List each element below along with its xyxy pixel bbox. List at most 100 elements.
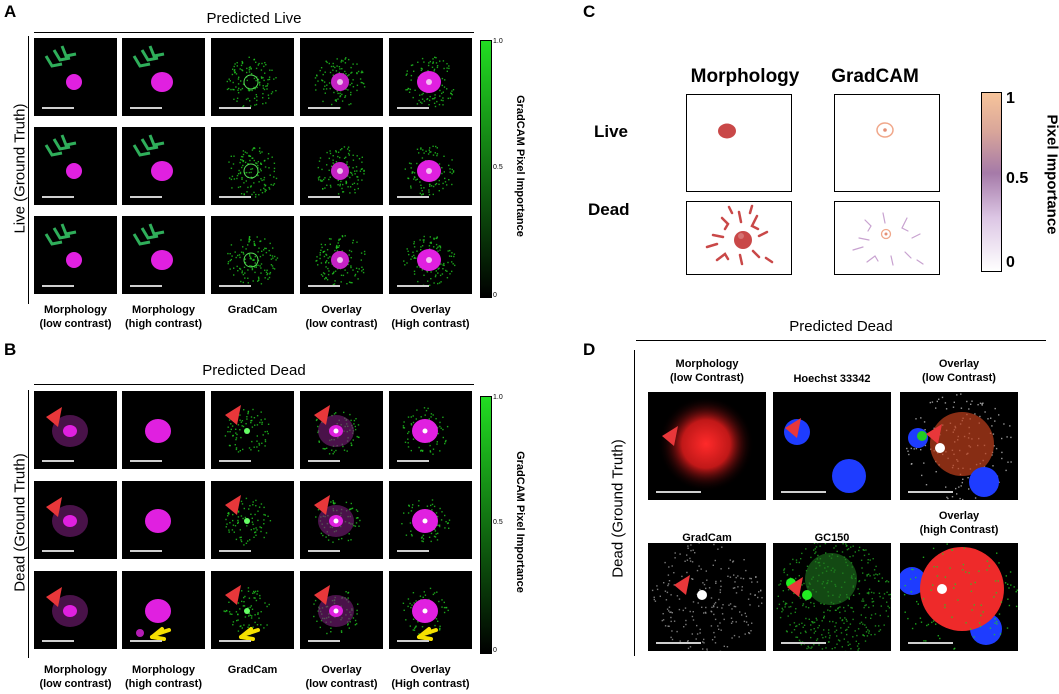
panel-a-colorbar-max: 1.0: [493, 38, 503, 45]
panel-a-colorbar-mid: 0.5: [493, 164, 503, 171]
panel-b-colorbar-max: 1.0: [493, 394, 503, 401]
panel-d-tile-r2-c3: [900, 543, 1018, 651]
panel-b-tile-r1-c1: [34, 391, 117, 469]
panel-b-tile-r3-c1: [34, 571, 117, 649]
panel-a-tile-r1-c4: [300, 38, 383, 116]
scale-bar: [308, 196, 340, 198]
panel-b-tile-r2-c2: [122, 481, 205, 559]
scale-bar: [219, 285, 251, 287]
panel-b-tile-r3-c5: [389, 571, 472, 649]
panel-a-title: Predicted Live: [206, 10, 302, 27]
panel-d-caption-r2-c1: GradCam: [682, 532, 732, 544]
scale-bar: [908, 642, 953, 644]
panel-c-header-gradcam: GradCAM: [831, 66, 919, 87]
scale-bar: [308, 107, 340, 109]
scale-bar: [397, 460, 429, 462]
panel-d-tile-r1-c1: [648, 392, 766, 500]
scale-bar: [219, 550, 251, 552]
panel-d-tile-r2-c1: [648, 543, 766, 651]
panel-d-tile-r2-c2: [773, 543, 891, 651]
scale-bar: [42, 285, 74, 287]
panel-b-tile-r3-c3: [211, 571, 294, 649]
panel-c-colorbar-title: Pixel Importance: [1043, 114, 1059, 235]
scale-bar: [130, 285, 162, 287]
scale-bar: [308, 460, 340, 462]
scale-bar: [656, 642, 701, 644]
panel-a-tile-r3-c4: [300, 216, 383, 294]
panel-b-tile-r1-c2: [122, 391, 205, 469]
panel-d-label: D: [583, 340, 596, 359]
panel-c-colorbar: [981, 92, 1002, 272]
panel-b-colorbar-mid: 0.5: [493, 519, 503, 526]
panel-b-tile-r1-c4: [300, 391, 383, 469]
panel-b-caption-4: Overlay (low contrast): [305, 664, 378, 690]
panel-a-tile-r1-c3: [211, 38, 294, 116]
scale-bar: [656, 491, 701, 493]
panel-b-tile-r2-c4: [300, 481, 383, 559]
panel-a-tile-r2-c3: [211, 127, 294, 205]
panel-d-row-label: Dead (Ground Truth): [609, 439, 627, 578]
schematic-dead-morphology: [686, 201, 792, 275]
panel-b-tile-r3-c2: [122, 571, 205, 649]
panel-c-row-live: Live: [594, 122, 629, 141]
scale-bar: [42, 107, 74, 109]
panel-a-caption-4: Overlay (low contrast): [305, 304, 378, 330]
scale-bar: [397, 107, 429, 109]
scale-bar: [397, 196, 429, 198]
panel-a-row-label: Live (Ground Truth): [11, 103, 29, 234]
scale-bar: [42, 460, 74, 462]
panel-b-title: Predicted Dead: [202, 362, 306, 379]
panel-a-tile-r3-c1: [34, 216, 117, 294]
panel-c-label: C: [583, 2, 596, 21]
panel-b-tile-r2-c5: [389, 481, 472, 559]
panel-a-caption-3: GradCam: [227, 304, 278, 316]
panel-b-tile-r2-c3: [211, 481, 294, 559]
schematic-live-gradcam: [834, 94, 940, 192]
panel-a-tile-r1-c1: [34, 38, 117, 116]
schematic-live-morphology: [686, 94, 792, 192]
panel-b-caption-3: GradCam: [227, 664, 278, 676]
panel-d-caption-r1-c3: Overlay (low Contrast): [922, 358, 996, 384]
schematic-dead-gradcam: [834, 201, 940, 275]
panel-d-caption-r1-c1: Morphology (low Contrast): [670, 358, 744, 384]
scale-bar: [308, 550, 340, 552]
panel-a-tile-r3-c5: [389, 216, 472, 294]
scale-bar: [219, 640, 251, 642]
panel-a-tile-r2-c2: [122, 127, 205, 205]
panel-a-caption-1: Morphology (low contrast): [39, 304, 112, 330]
panel-d-caption-r2-c2: GC150: [814, 532, 850, 544]
panel-a-tile-r1-c5: [389, 38, 472, 116]
panel-a-colorbar-min: 0: [493, 292, 497, 299]
panel-b-colorbar: [480, 396, 492, 654]
panel-b-label: B: [4, 340, 17, 359]
panel-c-colorbar-min: 0: [1006, 254, 1015, 271]
scale-bar: [42, 196, 74, 198]
panel-a-tile-r3-c2: [122, 216, 205, 294]
panel-d-tile-r1-c2: [773, 392, 891, 500]
panel-b-caption-5: Overlay (High contrast): [391, 664, 470, 690]
panel-d-tile-r1-c3: [900, 392, 1018, 500]
panel-c-header-morphology: Morphology: [690, 66, 800, 87]
scale-bar: [397, 550, 429, 552]
scale-bar: [781, 491, 826, 493]
panel-b-caption-2: Morphology (high contrast): [125, 664, 202, 690]
panel-b-tile-r2-c1: [34, 481, 117, 559]
panel-a-tile-r1-c2: [122, 38, 205, 116]
scale-bar: [219, 460, 251, 462]
scale-bar: [219, 107, 251, 109]
panel-b-tile-r1-c5: [389, 391, 472, 469]
scale-bar: [219, 196, 251, 198]
panel-c-colorbar-max: 1: [1006, 90, 1015, 107]
scale-bar: [781, 642, 826, 644]
scale-bar: [130, 196, 162, 198]
scale-bar: [397, 640, 429, 642]
panel-a-tile-r2-c4: [300, 127, 383, 205]
panel-a-tile-r3-c3: [211, 216, 294, 294]
panel-b-caption-1: Morphology (low contrast): [39, 664, 112, 690]
panel-b-row-label: Dead (Ground Truth): [11, 453, 29, 592]
scale-bar: [130, 460, 162, 462]
scale-bar: [42, 640, 74, 642]
panel-d-title: Predicted Dead: [789, 318, 893, 335]
panel-a-tile-r2-c5: [389, 127, 472, 205]
scale-bar: [308, 285, 340, 287]
